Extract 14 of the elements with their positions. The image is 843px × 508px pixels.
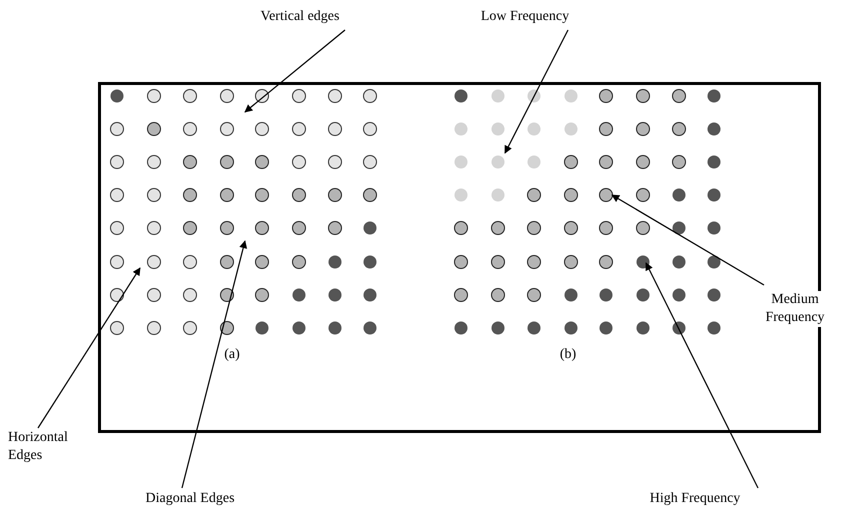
leader-arrow	[504, 30, 569, 154]
callout-text: Horizontal Edges	[8, 429, 69, 466]
leader-arrow	[244, 30, 346, 112]
callout-text: Diagonal Edges	[144, 490, 236, 508]
leader-arrow	[181, 240, 248, 488]
callout-text: High Frequency	[648, 490, 742, 508]
leader-arrow	[38, 267, 140, 428]
panel-label: (a)	[224, 346, 240, 364]
callout-text: Vertical edges	[260, 8, 340, 26]
leader-arrow	[611, 194, 764, 286]
leader-arrow	[645, 262, 759, 488]
callout-text: Low Frequency	[480, 8, 570, 26]
callout-text: Medium Frequency	[764, 291, 826, 328]
panel-label: (b)	[560, 346, 576, 364]
